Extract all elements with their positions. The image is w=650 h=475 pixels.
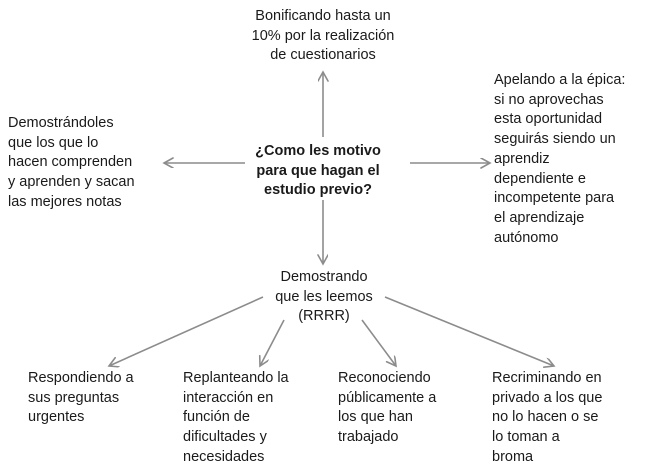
node-right-apelando: Apelando a la épica: si no aprovechas es…	[494, 72, 626, 246]
arrow-bottom-to-leaf-4	[384, 296, 554, 366]
node-bottom-demostrando: Demostrando que les leemos (RRRR)	[275, 269, 373, 325]
leaf-respondiendo: Respondiendo a sus preguntas urgentes	[28, 370, 134, 426]
node-left-demostrandoles: Demostrándoles que los que lo hacen comp…	[8, 115, 135, 210]
leaf-recriminando: Recriminando en privado a los que no lo …	[492, 370, 603, 465]
arrow-bottom-to-leaf-1	[109, 296, 264, 366]
leaf-reconociendo: Reconociendo públicamente a los que han …	[338, 370, 437, 446]
node-top-bonificando: Bonificando hasta un 10% por la realizac…	[251, 8, 395, 64]
leaf-replanteando: Replanteando la interacción en función d…	[183, 370, 289, 465]
node-center-question: ¿Como les motivo para que hagan el estud…	[255, 143, 381, 199]
